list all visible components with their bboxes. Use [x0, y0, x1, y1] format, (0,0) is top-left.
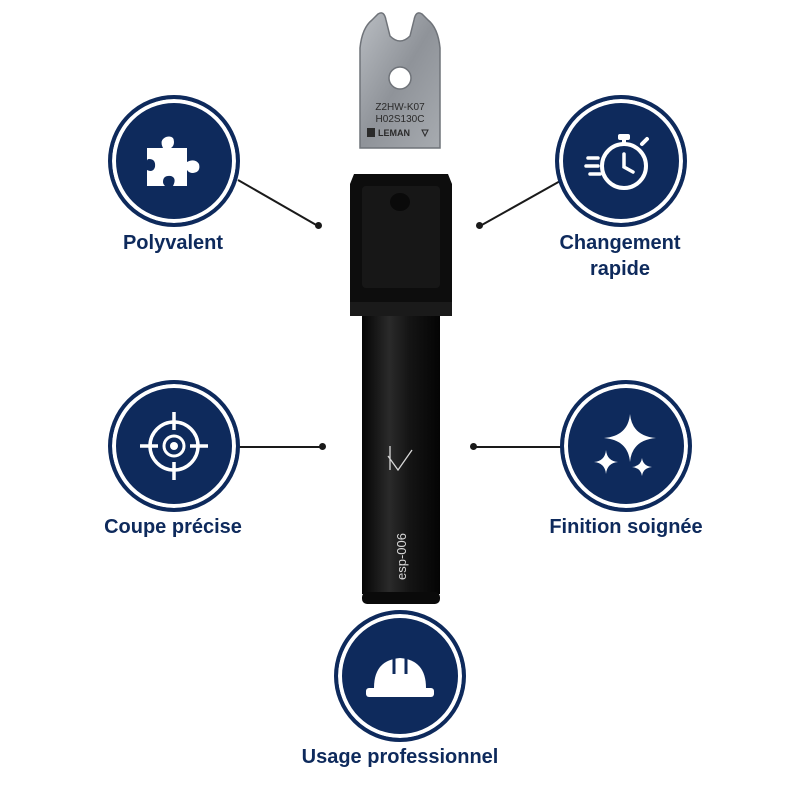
badge-usage-professionnel [334, 610, 466, 742]
puzzle-icon [147, 136, 200, 186]
connector-changement-rapide [479, 179, 563, 227]
badge-changement-rapide [555, 95, 687, 227]
badge-polyvalent [108, 95, 240, 227]
blade-insert: Z2HW-K07 H02S130C LEMAN [359, 12, 441, 149]
badge-coupe-precise [108, 380, 240, 512]
label-changement-rapide-line1: Changement [559, 232, 681, 254]
crosshair-icon [140, 412, 208, 480]
blade-code-line2: H02S130C [376, 114, 425, 125]
badge-finition-soignee [560, 380, 692, 512]
connector-dot-coupe-precise [319, 443, 326, 450]
label-finition-soignee: Finition soignée [549, 516, 703, 538]
label-changement-rapide-line2: rapide [589, 258, 651, 280]
holder-marking: esp-006 [394, 533, 409, 580]
label-changement-rapide: Changement rapide [534, 230, 706, 282]
connector-polyvalent [237, 179, 319, 227]
hard-hat-icon [366, 658, 434, 697]
sparkle-icon [594, 414, 656, 476]
connector-dot-changement-rapide [476, 222, 483, 229]
tool-holder: esp-006 [350, 174, 452, 604]
connector-dot-polyvalent [315, 222, 322, 229]
label-polyvalent: Polyvalent [122, 232, 224, 254]
stopwatch-icon [584, 134, 649, 190]
recycle-icon [421, 129, 429, 138]
brand-logo-icon [367, 128, 375, 137]
connector-dot-finition-soignee [470, 443, 477, 450]
blade-code-line1: Z2HW-K07 [375, 102, 425, 113]
label-coupe-precise: Coupe précise [104, 516, 242, 538]
blade-brand: LEMAN [378, 128, 410, 138]
cutting-mark-icon [387, 446, 413, 472]
label-usage-professionnel: Usage professionnel [301, 746, 499, 768]
